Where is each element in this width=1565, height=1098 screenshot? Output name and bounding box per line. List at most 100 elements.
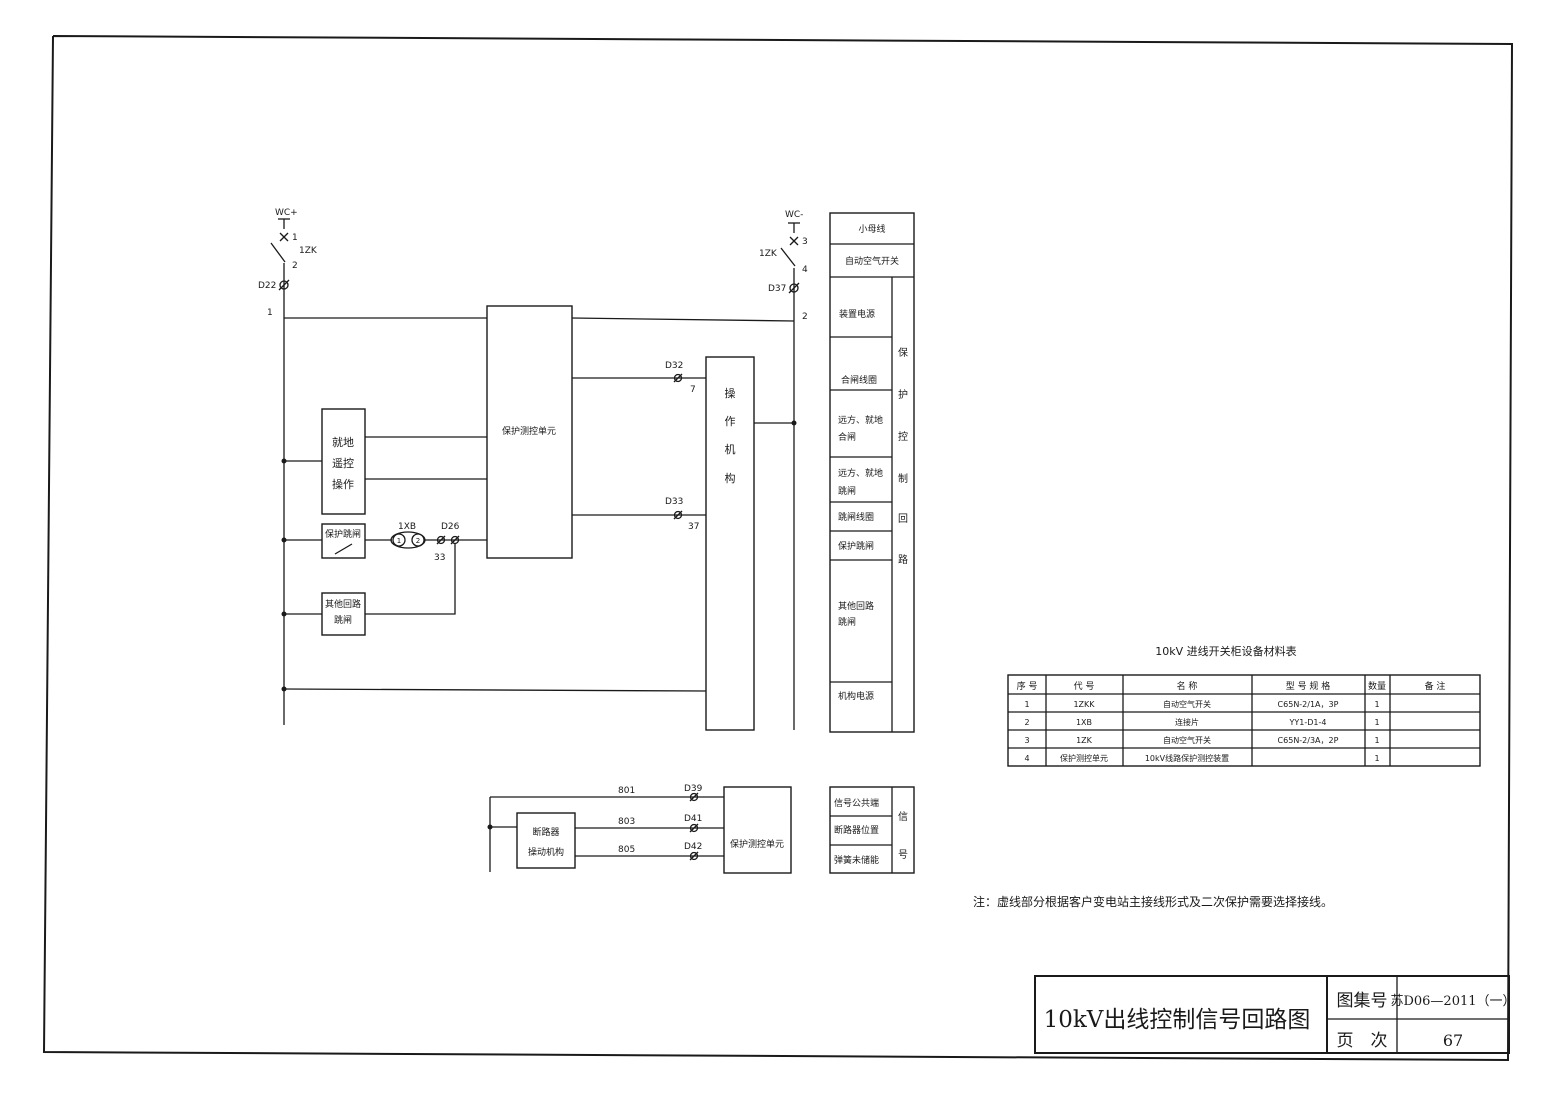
wire-805-label: 805 xyxy=(618,845,635,855)
wc-minus-label: WC- xyxy=(785,210,803,220)
cell-name: 自动空气开关 xyxy=(1163,699,1211,709)
svg-text:作: 作 xyxy=(725,415,736,428)
svg-text:合闸: 合闸 xyxy=(838,431,856,443)
control-legend-column: 小母线 自动空气开关 装置电源 合闸线圈 远方、就地 合闸 远方、就地 跳闸 跳… xyxy=(829,212,915,733)
col-header-spec: 型 号 规 格 xyxy=(1286,680,1331,692)
d32-label: D32 xyxy=(665,361,683,371)
legend-breaker-position: 断路器位置 xyxy=(834,824,879,836)
legend-side-label: 保 xyxy=(898,346,908,359)
col-header-no: 序 号 xyxy=(1017,680,1038,692)
legend-signal-common: 信号公共端 xyxy=(834,797,879,809)
svg-text:保护测控单元: 保护测控单元 xyxy=(730,838,784,850)
d41-label: D41 xyxy=(684,814,702,824)
switch-1zk-right xyxy=(780,247,796,267)
cell-no: 2 xyxy=(1024,718,1029,727)
terminal-d37 xyxy=(789,283,799,293)
terminal-d26a xyxy=(436,535,446,545)
switch-1zk-left-label: 1ZK xyxy=(299,246,318,256)
node-37-label: 37 xyxy=(688,522,699,532)
svg-text:就地: 就地 xyxy=(332,435,354,449)
svg-text:操作: 操作 xyxy=(332,477,354,491)
atlas-number-value: 苏D06—2011（一） xyxy=(1390,993,1515,1009)
legend-spring-not-charged: 弹簧未储能 xyxy=(834,854,879,866)
svg-text:其他回路: 其他回路 xyxy=(325,598,361,610)
svg-text:构: 构 xyxy=(725,471,736,485)
svg-text:2: 2 xyxy=(416,537,420,545)
protection-control-unit xyxy=(486,305,573,559)
col-header-remark: 备 注 xyxy=(1425,680,1446,692)
legend-protection-trip: 保护跳闸 xyxy=(838,540,874,552)
page-label: 页 次 xyxy=(1337,1031,1388,1051)
node-7-label: 7 xyxy=(690,385,696,395)
svg-text:信: 信 xyxy=(898,811,908,823)
cell-name: 10kV线路保护测控装置 xyxy=(1145,753,1229,763)
svg-text:保护跳闸: 保护跳闸 xyxy=(325,528,361,540)
terminal-d26b xyxy=(450,535,460,545)
switch-1zk-left xyxy=(270,242,286,263)
svg-text:路: 路 xyxy=(898,553,908,566)
d39-label: D39 xyxy=(684,784,703,794)
cell-spec: C65N-2/1A，3P xyxy=(1278,700,1339,709)
cell-spec: C65N-2/3A，2P xyxy=(1278,736,1339,745)
material-table: 10kV 进线开关柜设备材料表 序 号 代 号 名 称 型 号 规 格 数量 备… xyxy=(1007,644,1481,767)
title-block: 10kV出线控制信号回路图 图集号 苏D06—2011（一） 页 次 67 xyxy=(1034,975,1516,1054)
svg-text:跳闸: 跳闸 xyxy=(838,616,856,628)
col-header-name: 名 称 xyxy=(1177,680,1198,692)
node-33-label: 33 xyxy=(434,553,445,563)
svg-text:遥控: 遥控 xyxy=(332,456,354,470)
legend-trip-coil: 跳闸线圈 xyxy=(838,511,874,523)
drawing-frame xyxy=(42,35,1514,1062)
terminal-3-label: 3 xyxy=(802,237,808,247)
svg-text:跳闸: 跳闸 xyxy=(838,485,856,497)
d37-label: D37 xyxy=(768,284,786,294)
cell-name: 连接片 xyxy=(1175,717,1199,727)
svg-text:机: 机 xyxy=(725,442,736,456)
svg-text:操: 操 xyxy=(725,386,736,400)
d42-label: D42 xyxy=(684,842,702,852)
cell-spec: YY1-D1-4 xyxy=(1289,718,1327,727)
cell-code: 1ZK xyxy=(1076,736,1093,745)
protection-trip-block xyxy=(321,523,366,559)
protection-unit-label: 保护测控单元 xyxy=(502,425,556,437)
drawing-title: 10kV出线控制信号回路图 xyxy=(1044,1007,1311,1033)
svg-text:回: 回 xyxy=(898,513,908,525)
xb-label: 1XB xyxy=(398,522,416,532)
material-table-caption: 10kV 进线开关柜设备材料表 xyxy=(1155,644,1296,658)
col-header-code: 代 号 xyxy=(1074,681,1095,692)
cell-qty: 1 xyxy=(1374,718,1379,727)
svg-text:号: 号 xyxy=(898,849,908,861)
terminal-d22 xyxy=(279,280,289,290)
node-2-label: 2 xyxy=(802,312,808,322)
d22-label: D22 xyxy=(258,281,276,291)
svg-text:控: 控 xyxy=(898,430,908,443)
wc-plus-label: WC+ xyxy=(275,208,298,218)
signal-protection-unit xyxy=(723,786,792,874)
signal-legend-column xyxy=(829,786,915,874)
d26-label: D26 xyxy=(441,522,460,532)
cell-no: 1 xyxy=(1024,700,1029,709)
negative-rail: WC- 3 1ZK 4 D37 2 xyxy=(759,210,808,730)
col-header-qty: 数量 xyxy=(1368,680,1386,692)
legend-air-switch: 自动空气开关 xyxy=(845,255,899,267)
d33-label: D33 xyxy=(665,497,683,507)
node-1-label: 1 xyxy=(267,308,273,318)
signal-circuit: 断路器 操动机构 801 803 805 D39 D41 D42 保护测控单元 … xyxy=(487,784,915,874)
cell-code: 1ZKK xyxy=(1073,700,1095,709)
cell-no: 3 xyxy=(1024,736,1029,745)
svg-text:制: 制 xyxy=(898,472,908,485)
operating-mechanism xyxy=(705,356,755,731)
breaker-operating-mechanism xyxy=(516,812,576,869)
legend-other-trip: 其他回路 xyxy=(838,600,874,612)
svg-text:操动机构: 操动机构 xyxy=(528,846,564,858)
svg-text:跳闸: 跳闸 xyxy=(334,614,352,626)
cell-name: 自动空气开关 xyxy=(1163,735,1211,745)
terminal-d33 xyxy=(673,510,683,520)
wire-803-label: 803 xyxy=(618,817,635,827)
positive-rail: WC+ 1 1ZK 2 D22 1 xyxy=(258,208,318,725)
terminal-d32 xyxy=(673,373,683,383)
cell-no: 4 xyxy=(1024,754,1029,763)
legend-small-bus: 小母线 xyxy=(858,223,885,235)
cell-qty: 1 xyxy=(1374,700,1379,709)
